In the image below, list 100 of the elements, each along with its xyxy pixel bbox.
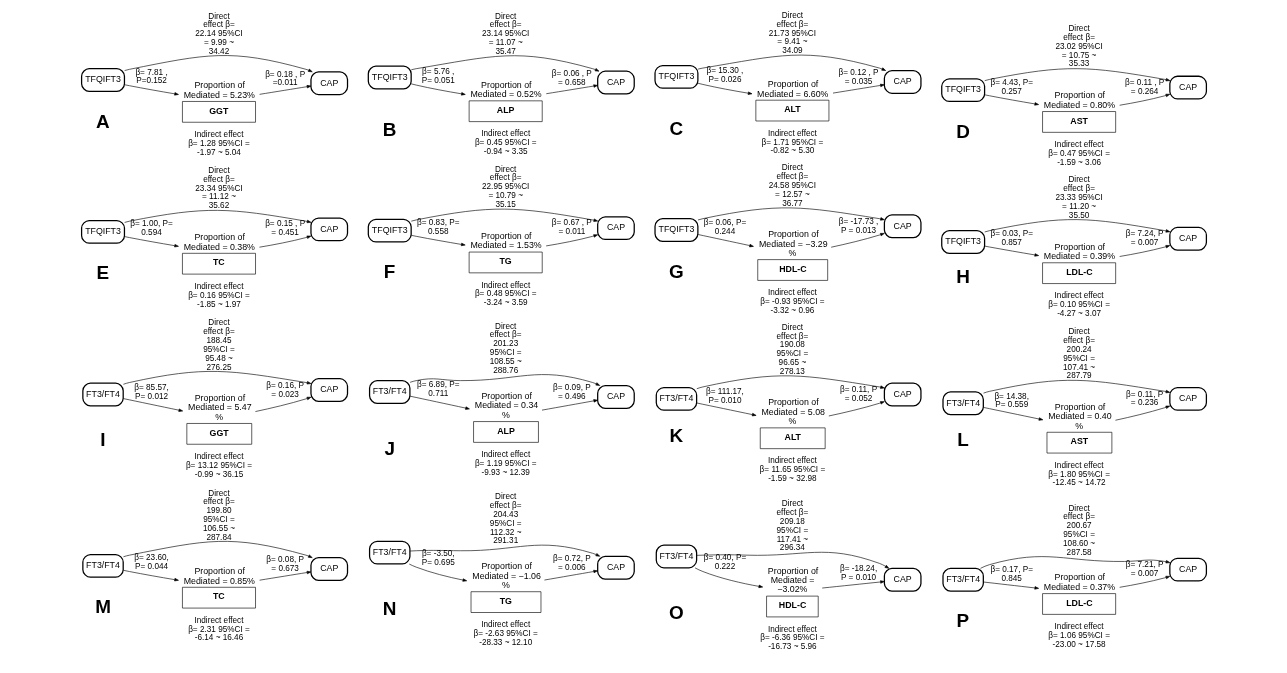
node-label: Proportion of Mediated = 0.85% xyxy=(183,566,255,586)
node-box: CAP xyxy=(1168,75,1207,100)
node-box: CAP xyxy=(883,214,922,239)
label: O xyxy=(668,602,684,624)
arrow xyxy=(1114,405,1170,421)
node-box: AST xyxy=(1046,431,1112,454)
node-label: Proportion of Mediated = 5.47 % xyxy=(187,392,252,422)
arrow xyxy=(821,580,885,589)
node-box: TFQIFT3 xyxy=(80,68,125,92)
node-box: ALP xyxy=(472,421,539,443)
arrow xyxy=(122,398,183,412)
node-box: CAP xyxy=(1168,226,1207,251)
arrow xyxy=(983,68,1170,82)
arrow xyxy=(982,407,1043,421)
arrow xyxy=(410,55,599,72)
arrow xyxy=(123,210,311,224)
arrow xyxy=(123,236,179,248)
node-box: FT3/FT4 xyxy=(941,567,984,592)
label: A xyxy=(95,110,110,132)
arrow xyxy=(408,563,467,582)
node-label: Proportion of Mediated = −3.02% xyxy=(767,565,818,595)
node-box: CAP xyxy=(596,216,635,241)
node-label: Proportion of Mediated = 0.40 % xyxy=(1047,401,1112,431)
arrow xyxy=(1118,245,1170,257)
label: M xyxy=(94,596,111,618)
node-label: Proportion of Mediated = 0.38% xyxy=(183,232,255,252)
node-label: Proportion of Mediated = 0.80% xyxy=(1043,90,1115,110)
node-box: TG xyxy=(470,591,541,613)
node-box: TFQIFT3 xyxy=(80,219,125,244)
arrow xyxy=(828,401,885,417)
arrow xyxy=(696,402,756,417)
node-box: CAP xyxy=(1168,386,1207,411)
arrow xyxy=(123,84,179,96)
node-box: GGT xyxy=(181,101,256,123)
node-box: CAP xyxy=(309,217,348,242)
arrow xyxy=(982,581,1039,590)
node-box: CAP xyxy=(883,69,922,94)
node-box: CAP xyxy=(883,382,922,407)
label: F xyxy=(383,261,395,283)
arrow xyxy=(545,234,598,247)
node-box: AST xyxy=(1041,111,1116,133)
arrow xyxy=(830,233,885,248)
label: E xyxy=(95,262,109,284)
node-box: TFQIFT3 xyxy=(367,218,412,243)
label: J xyxy=(383,437,395,459)
arrow xyxy=(543,569,598,581)
node-box: CAP xyxy=(596,385,635,409)
arrow xyxy=(122,570,179,582)
node-box: CAP xyxy=(1168,557,1207,582)
node-box: FT3/FT4 xyxy=(368,540,411,565)
node-box: FT3/FT4 xyxy=(368,380,411,404)
arrow xyxy=(983,245,1039,257)
node-box: FT3/FT4 xyxy=(655,386,697,411)
arrow xyxy=(409,374,600,386)
node-box: ALT xyxy=(755,99,829,122)
arrow xyxy=(697,54,886,71)
node-label: Proportion of Mediated = 5.23% xyxy=(183,80,255,100)
node-box: CAP xyxy=(309,378,348,403)
node-box: TFQIFT3 xyxy=(653,218,698,242)
arrow xyxy=(541,399,598,411)
node-box: FT3/FT4 xyxy=(81,382,124,407)
node-box: TC xyxy=(181,253,256,275)
label: N xyxy=(382,598,396,620)
node-box: FT3/FT4 xyxy=(655,544,697,569)
arrow xyxy=(409,544,600,557)
node-box: TG xyxy=(468,251,543,274)
arrow xyxy=(694,567,763,588)
arrow xyxy=(697,234,754,248)
node-box: TFQIFT3 xyxy=(367,65,412,90)
node-box: HDL-C xyxy=(756,259,828,281)
node-box: TC xyxy=(181,586,256,609)
node-box: LDL-C xyxy=(1041,593,1116,615)
node-label: Proportion of Mediated = 5.08 % xyxy=(761,397,825,427)
node-label: Proportion of Mediated = −3.29 % xyxy=(758,229,828,258)
arrow xyxy=(696,551,889,569)
arrow xyxy=(409,395,470,410)
arrow xyxy=(697,207,885,221)
arrow xyxy=(122,541,313,558)
arrow xyxy=(123,55,313,73)
arrow xyxy=(410,83,466,96)
arrow xyxy=(254,396,311,412)
label: H xyxy=(955,265,970,287)
arrow xyxy=(983,94,1039,106)
node-box: FT3/FT4 xyxy=(81,553,124,578)
node-label: Proportion of Mediated = 0.39% xyxy=(1043,241,1115,262)
node-label: Proportion of Mediated = 0.52% xyxy=(469,79,542,100)
arrow xyxy=(696,375,885,390)
label: K xyxy=(669,425,683,447)
node-box: ALP xyxy=(468,100,543,122)
node-box: TFQIFT3 xyxy=(940,78,985,103)
label: D xyxy=(955,120,970,142)
arrow xyxy=(258,235,311,248)
label: L xyxy=(956,429,969,451)
node-box: ALT xyxy=(759,427,825,449)
arrow xyxy=(832,83,885,94)
node-label: Proportion of Mediated = 6.60% xyxy=(756,79,828,99)
arrow xyxy=(410,235,465,247)
arrow xyxy=(982,380,1170,394)
label: P xyxy=(956,610,969,632)
label: B xyxy=(382,118,396,140)
